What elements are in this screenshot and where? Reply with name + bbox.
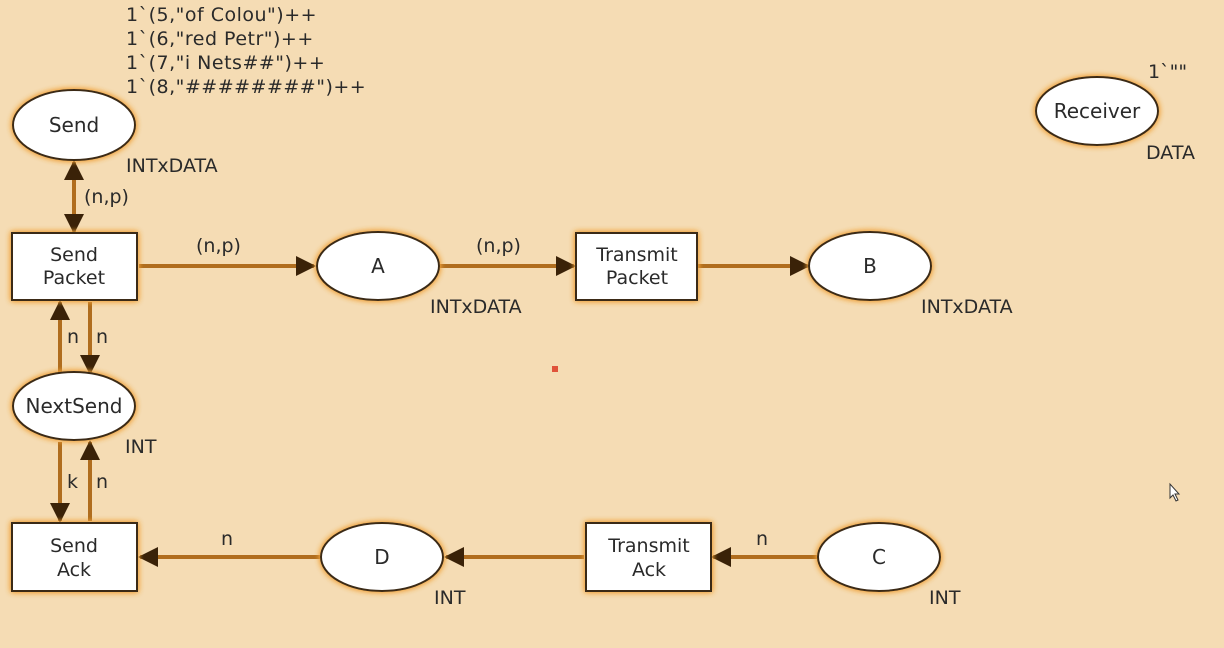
place-b-name: B (863, 254, 877, 278)
place-c-type: INT (929, 587, 961, 609)
mouse-cursor-icon (1169, 482, 1181, 502)
place-a[interactable]: A (316, 231, 440, 301)
arc-label-d-sendack: n (221, 528, 233, 550)
place-d[interactable]: D (320, 522, 444, 592)
place-a-name: A (371, 254, 385, 278)
place-receiver-type: DATA (1146, 142, 1195, 164)
transition-send-ack-line2: Ack (57, 559, 91, 581)
transition-transmit-ack[interactable]: Transmit Ack (585, 522, 712, 592)
place-b[interactable]: B (808, 231, 932, 301)
place-nextsend-name: NextSend (26, 394, 123, 418)
transition-transmit-ack-line1: Transmit (607, 535, 689, 557)
arc-label-nextsend-sendack: k (67, 471, 78, 493)
transition-transmit-packet-line2: Packet (606, 267, 668, 289)
place-a-type: INTxDATA (430, 296, 522, 318)
marking-line: 1`(8,"########")++ (126, 76, 366, 98)
transition-transmit-ack-line2: Ack (632, 559, 666, 581)
place-d-name: D (374, 545, 389, 569)
place-c[interactable]: C (817, 522, 941, 592)
place-receiver[interactable]: Receiver (1035, 76, 1159, 146)
place-nextsend[interactable]: NextSend (12, 371, 136, 441)
arcs (50, 160, 818, 567)
place-send-type: INTxDATA (126, 155, 218, 177)
place-c-name: C (872, 545, 886, 569)
place-nextsend-type: INT (125, 436, 157, 458)
transition-send-ack-line1: Send (50, 535, 98, 557)
transition-send-packet[interactable]: Send Packet (11, 232, 138, 301)
transition-transmit-packet[interactable]: Transmit Packet (575, 232, 698, 301)
arc-label-a-transmitpacket: (n,p) (476, 235, 521, 257)
place-send-name: Send (49, 113, 99, 137)
transition-send-packet-line2: Packet (43, 267, 105, 289)
arc-label-nextsend-sendpacket: n (67, 326, 79, 348)
arc-label-c-transmitack: n (756, 528, 768, 550)
arc-inscriptions: (n,p) (n,p) (n,p) n n k n n n (67, 186, 768, 550)
place-d-type: INT (434, 587, 466, 609)
marking-line: 1`(6,"red Petr")++ (126, 28, 314, 50)
marking-line: 1`(5,"of Colou")++ (126, 4, 317, 26)
arc-label-sendack-nextsend: n (96, 471, 108, 493)
place-receiver-marking: 1`"" (1148, 61, 1187, 83)
marking-line: 1`(7,"i Nets##")++ (126, 52, 325, 74)
transition-transmit-packet-line1: Transmit (595, 244, 677, 266)
place-receiver-name: Receiver (1054, 99, 1141, 123)
send-initial-marking: 1`(5,"of Colou")++ 1`(6,"red Petr")++ 1`… (126, 4, 366, 98)
arc-label-sendpacket-a: (n,p) (196, 235, 241, 257)
arc-label-sendpacket-nextsend: n (96, 326, 108, 348)
arc-label-send-sendpacket: (n,p) (84, 186, 129, 208)
transition-send-packet-line1: Send (50, 244, 98, 266)
transition-send-ack[interactable]: Send Ack (11, 522, 138, 592)
selection-dot (552, 366, 558, 372)
place-send[interactable]: Send (12, 89, 136, 161)
place-b-type: INTxDATA (921, 296, 1013, 318)
